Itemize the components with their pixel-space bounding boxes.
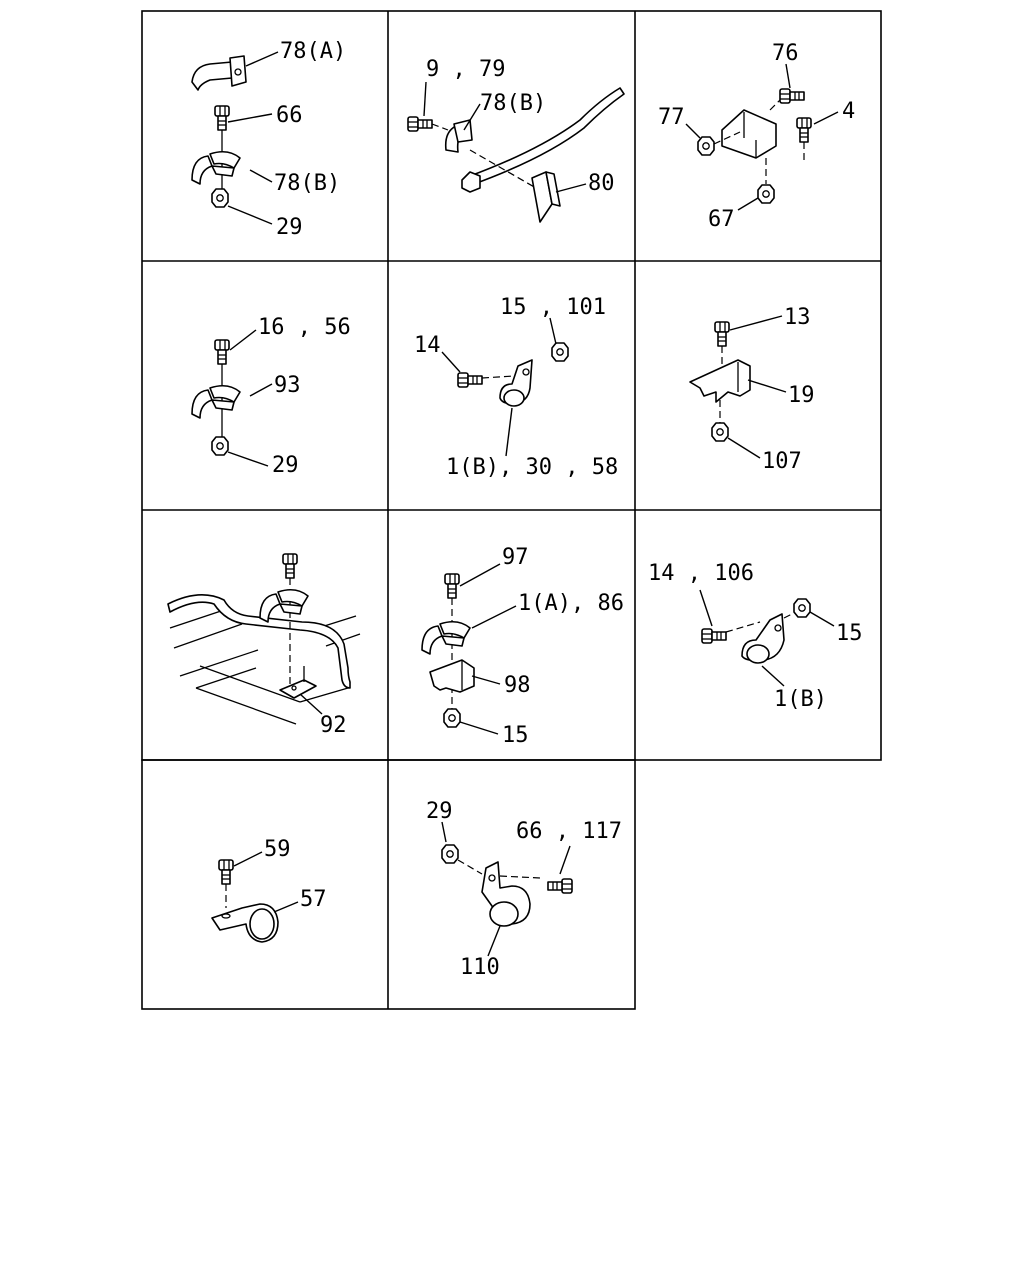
label-78a: 78(A)	[280, 39, 346, 64]
cell-8-clamp-assembly: 97 1(A), 86 98 15	[421, 545, 624, 748]
label-66-117: 66 , 117	[516, 819, 622, 844]
bolt-4-part	[796, 117, 812, 143]
label-1a-86: 1(A), 86	[518, 591, 624, 616]
bolt-14-part	[457, 372, 483, 388]
clamp-78b-part	[191, 150, 241, 185]
label-1b: 1(B)	[774, 687, 827, 712]
bolt-97-part	[444, 573, 460, 599]
label-16-56: 16 , 56	[258, 315, 351, 340]
nut-107-part	[711, 422, 729, 442]
bracket-19-part	[689, 359, 751, 403]
clamp-1a-86-part	[421, 620, 471, 655]
bolt-9-79-part	[407, 116, 433, 132]
clamp-part	[259, 588, 309, 623]
grid-lines	[141, 10, 882, 1010]
cell-6-bracket: 13 19 107	[689, 305, 815, 474]
label-92: 92	[320, 713, 347, 738]
bolt-13-part	[714, 321, 730, 347]
bolt-66-part	[214, 105, 230, 131]
nut-15-101-part	[551, 342, 569, 362]
label-15-101: 15 , 101	[500, 295, 606, 320]
nut-15-part	[793, 598, 811, 618]
cell-10-clamp: 59 57	[211, 837, 327, 943]
label-78b: 78(B)	[274, 171, 340, 196]
clamp-78a-part	[191, 55, 247, 91]
nut-77-part	[697, 136, 715, 156]
label-13: 13	[784, 305, 811, 330]
clamp-110-part	[481, 861, 531, 927]
cell-4-clamp-assembly: 16 , 56 93 29	[191, 315, 351, 478]
label-14: 14	[414, 333, 441, 358]
label-77: 77	[658, 105, 685, 130]
label-97: 97	[502, 545, 529, 570]
label-4: 4	[842, 99, 855, 124]
clamp-57-part	[211, 903, 279, 943]
pipe-part	[167, 594, 351, 689]
label-15: 15	[502, 723, 529, 748]
label-67: 67	[708, 207, 735, 232]
label-78b: 78(B)	[480, 91, 546, 116]
label-15: 15	[836, 621, 863, 646]
nut-29-part	[211, 436, 229, 456]
clamp-1b-part	[499, 359, 533, 407]
bolt-66-117-part	[547, 878, 573, 894]
label-57: 57	[300, 887, 327, 912]
label-80: 80	[588, 171, 615, 196]
label-107: 107	[762, 449, 802, 474]
clamp-93-part	[191, 384, 241, 419]
cell-9-p-clamp: 14 , 106 15 1(B)	[648, 561, 863, 712]
cell-2-pipe-clamp: 9 , 79 78(B) 80	[407, 57, 625, 223]
clamp-1b-part	[741, 613, 785, 664]
label-14-106: 14 , 106	[648, 561, 754, 586]
cell-5-p-clamp: 15 , 101 14 1(B), 30 , 58	[414, 295, 618, 480]
label-66: 66	[276, 103, 303, 128]
nut-29-part	[441, 844, 459, 864]
cell-3-bracket: 76 77 4 67	[658, 41, 855, 232]
cell-7-frame-installation: 92	[167, 553, 361, 738]
label-1b-30-58: 1(B), 30 , 58	[446, 455, 618, 480]
nut-15-part	[443, 708, 461, 728]
bolt-16-56-part	[214, 339, 230, 365]
nut-67-part	[757, 184, 775, 204]
bracket-98-part	[429, 659, 475, 693]
bracket-92-part	[279, 666, 317, 699]
pipe-part	[461, 87, 625, 193]
label-29: 29	[276, 215, 303, 240]
cell-11-p-clamp: 29 66 , 117 110	[426, 799, 622, 980]
label-29: 29	[272, 453, 299, 478]
cell-1-clamp-assembly: 78(A) 66 78(B) 29	[191, 39, 346, 240]
label-19: 19	[788, 383, 815, 408]
label-59: 59	[264, 837, 291, 862]
label-76: 76	[772, 41, 799, 66]
clamp-78b-part	[444, 119, 473, 153]
bolt-14-106-part	[701, 628, 727, 644]
bolt-part	[282, 553, 298, 579]
plate-part	[721, 109, 777, 159]
bolt-76-part	[779, 88, 805, 104]
bracket-80-part	[531, 171, 561, 223]
label-29: 29	[426, 799, 453, 824]
label-93: 93	[274, 373, 301, 398]
label-9-79: 9 , 79	[426, 57, 505, 82]
label-110: 110	[460, 955, 500, 980]
label-98: 98	[504, 673, 531, 698]
nut-29-part	[211, 188, 229, 208]
bolt-59-part	[218, 859, 234, 885]
